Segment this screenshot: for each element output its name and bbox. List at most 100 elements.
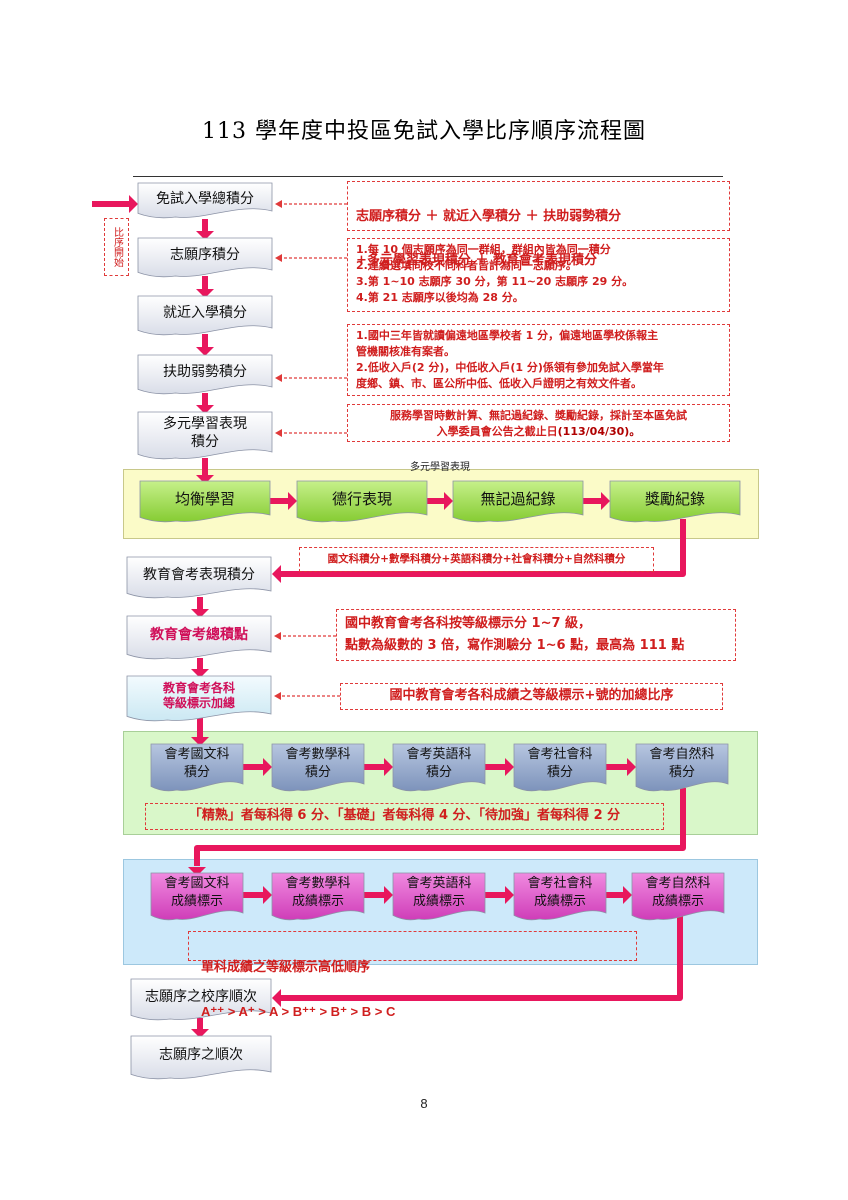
step-preference-sequence: 志願序之順次: [159, 1047, 243, 1063]
doc-nearby-score: [137, 295, 273, 336]
doc-disadvantaged-score: [137, 354, 273, 395]
subject-grade-english: 會考英語科 成績標示: [406, 876, 472, 909]
arrow-score-2-3-head: [505, 758, 514, 776]
diverse-item-conduct: 德行表現: [331, 490, 392, 508]
start-label: 比序開始: [104, 218, 129, 276]
arrow-total-to-pref-head: [196, 231, 214, 240]
subject-grade-chinese: 會考國文科 成績標示: [164, 876, 230, 909]
arrow-exam-to-points-head: [191, 609, 209, 618]
subject-score-social: 會考社會科 積分: [527, 747, 593, 780]
arrow-nearby-to-disadv-head: [196, 347, 214, 356]
doc-subject-grade-4: [631, 872, 725, 921]
pointer-preference-head: [275, 254, 282, 262]
note-subjects-sum: 國文科積分+數學科積分+英語科積分+社會科積分+自然科積分: [299, 547, 654, 572]
page-number: 8: [420, 1096, 428, 1111]
arrow-pref-to-nearby-head: [196, 289, 214, 298]
doc-subject-grade-3: [513, 872, 607, 921]
arrow-awards-to-exam-shaft: [280, 519, 686, 577]
doc-diverse-item-1: [296, 480, 428, 523]
doc-diverse-item-0: [139, 480, 271, 523]
note-single-subject-order: 單科成績之等級標示高低順序 A⁺⁺ > A⁺ > A > B⁺⁺ > B⁺ > …: [188, 931, 637, 1019]
note-diverse-date: (113/04/30)。: [557, 425, 641, 438]
pointer-exam-points-head: [274, 632, 281, 640]
arrow-score-to-grade-head: [188, 867, 206, 876]
note-exam-sum: 國中教育會考各科成績之等級標示+號的加總比序: [340, 683, 723, 710]
subject-grade-social: 會考社會科 成績標示: [527, 876, 593, 909]
doc-exam-performance-score: [126, 556, 272, 599]
arrow-score-0-1-head: [263, 758, 272, 776]
arrow-order-to-seq-head: [191, 1029, 209, 1038]
doc-diverse-learning-score: [137, 411, 273, 460]
note-total-formula-line2: +多元學習表現積分 ＋ 教育會考表現積分: [356, 253, 597, 268]
doc-subject-score-3: [513, 743, 607, 792]
doc-subject-score-4: [635, 743, 729, 792]
note-diverse-rules: 服務學習時數計算、無記過紀錄、獎勵紀錄，採計至本區免試 入學委員會公告之截止日(…: [347, 404, 730, 442]
subject-grade-math: 會考數學科 成績標示: [285, 876, 351, 909]
arrow-sum-to-subjects-head: [191, 737, 209, 746]
step-disadvantaged-score: 扶助弱勢積分: [163, 364, 247, 380]
doc-exam-grade-sum: [126, 675, 272, 722]
note-disadvantaged-rules: 1.國中三年皆就讀偏遠地區學校者 1 分，偏遠地區學校係報主 管機關核准有案者。…: [347, 324, 730, 396]
subject-score-english: 會考英語科 積分: [406, 747, 472, 780]
arrow-grade-2-3-head: [505, 886, 514, 904]
arrow-score-3-4-head: [627, 758, 636, 776]
step-preference-score: 志願序積分: [170, 247, 240, 263]
arrow-disadv-to-diverse-head: [196, 405, 214, 414]
pointer-diverse-head: [275, 429, 282, 437]
doc-subject-grade-1: [271, 872, 365, 921]
step-exam-grade-sum: 教育會考各科 等級標示加總: [162, 681, 235, 710]
step-total-score: 免試入學總積分: [156, 191, 254, 207]
arrow-grade-3-4-head: [623, 886, 632, 904]
diverse-learning-caption: 多元學習表現: [410, 462, 470, 473]
arrow-score-to-grade-shaft: [194, 788, 686, 866]
diverse-item-awards: 獎勵紀錄: [644, 490, 705, 508]
arrow-item-2-3-head: [601, 492, 610, 510]
arrow-grade-to-order-head: [272, 989, 281, 1007]
note-single-order-sequence: A⁺⁺ > A⁺ > A > B⁺⁺ > B⁺ > B > C: [201, 1004, 396, 1019]
arrow-points-to-sum-head: [191, 669, 209, 678]
subject-score-chinese: 會考國文科 積分: [164, 747, 230, 780]
arrow-awards-to-exam-head: [272, 565, 281, 583]
step-nearby-score: 就近入學積分: [163, 305, 247, 321]
arrow-diverse-to-items-head: [196, 475, 214, 484]
step-exam-performance-score: 教育會考表現積分: [143, 567, 255, 583]
step-diverse-learning-score: 多元學習表現 積分: [163, 416, 247, 450]
subject-grade-science: 會考自然科 成績標示: [645, 876, 711, 909]
arrow-item-0-1-head: [288, 492, 297, 510]
doc-diverse-item-3: [609, 480, 741, 523]
arrow-grade-1-2-head: [384, 886, 393, 904]
note-total-formula: 志願序積分 ＋ 就近入學積分 ＋ 扶助弱勢積分 +多元學習表現積分 ＋ 教育會考…: [347, 181, 730, 268]
subject-score-math: 會考數學科 積分: [285, 747, 351, 780]
pointer-disadvantaged-head: [275, 374, 282, 382]
doc-diverse-item-2: [452, 480, 584, 523]
note-diverse-main: 服務學習時數計算、無記過紀錄、獎勵紀錄，採計至本區免試 入學委員會公告之截止日: [390, 409, 687, 438]
diverse-item-balanced-learning: 均衡學習: [174, 490, 235, 508]
note-total-formula-line1: 志願序積分 ＋ 就近入學積分 ＋ 扶助弱勢積分: [356, 209, 622, 224]
doc-total-score: [137, 182, 273, 219]
note-single-order-label: 單科成績之等級標示高低順序: [201, 960, 371, 975]
doc-preference-sequence: [130, 1035, 272, 1080]
title-divider: [133, 176, 723, 177]
doc-preference-score: [137, 237, 273, 278]
arrow-grade-to-order-shaft: [280, 916, 683, 1001]
note-preference-rules: 1.每 10 個志願序為同一群組，群組內皆為同一積分 2.連續選填同校不同科者皆…: [347, 238, 730, 312]
note-exam-points: 國中教育會考各科按等級標示分 1~7 級， 點數為級數的 3 倍，寫作測驗分 1…: [336, 609, 736, 661]
doc-subject-score-2: [392, 743, 486, 792]
step-exam-total-points: 教育會考總積點: [150, 627, 248, 643]
doc-subject-score-0: [150, 743, 244, 792]
step-preference-school-order: 志願序之校序順次: [145, 989, 257, 1005]
doc-preference-school-order: [130, 978, 272, 1021]
doc-subject-grade-0: [150, 872, 244, 921]
pointer-exam-sum-head: [274, 692, 281, 700]
diverse-item-no-demerit: 無記過紀錄: [480, 490, 556, 508]
arrow-start-head: [129, 195, 138, 213]
arrow-item-1-2-head: [444, 492, 453, 510]
note-grade-scores: 「精熟」者每科得 6 分、「基礎」者每科得 4 分、「待加強」者每科得 2 分: [145, 803, 664, 830]
arrow-grade-0-1-head: [263, 886, 272, 904]
pointer-total-head: [275, 200, 282, 208]
doc-exam-total-points: [126, 615, 272, 660]
arrow-score-1-2-head: [384, 758, 393, 776]
doc-subject-score-1: [271, 743, 365, 792]
page-title: 113 學年度中投區免試入學比序順序流程圖: [202, 119, 646, 144]
